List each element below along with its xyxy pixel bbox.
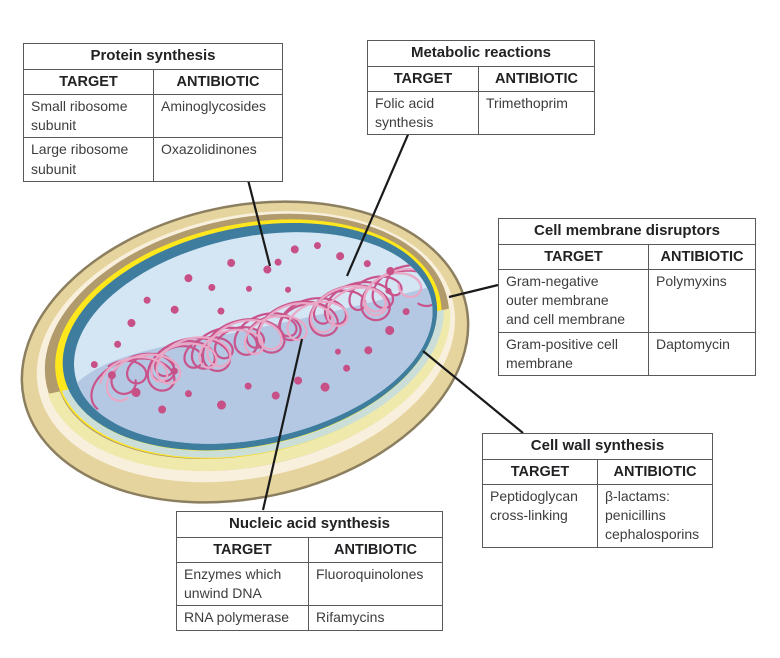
table-row: RNA polymerase Rifamycins [176, 605, 443, 631]
table-row: Enzymes which unwind DNA Fluoroquinolone… [176, 561, 443, 607]
column-header-antibiotic: ANTIBIOTIC [478, 65, 595, 92]
target-cell: Enzymes which unwind DNA [176, 561, 309, 607]
table-protein-synthesis: Protein synthesis TARGET ANTIBIOTIC Smal… [23, 43, 283, 182]
ribosome-dots [90, 242, 410, 414]
target-cell: RNA polymerase [176, 605, 309, 631]
table-nucleic-acid-synthesis: Nucleic acid synthesis TARGET ANTIBIOTIC… [176, 511, 443, 631]
table-cell-membrane-disruptors: Cell membrane disruptors TARGET ANTIBIOT… [498, 218, 756, 377]
connector-line-cell-wall-synthesis [422, 350, 524, 434]
table-title: Nucleic acid synthesis [176, 511, 443, 538]
connector-line-protein-synthesis [244, 171, 272, 267]
antibiotic-cell: β-lactams: penicillins cephalosporins [597, 483, 713, 548]
column-header-antibiotic: ANTIBIOTIC [597, 458, 713, 485]
column-header-target: TARGET [498, 243, 649, 270]
table-title: Cell membrane disruptors [498, 218, 756, 245]
target-cell: Gram-negative outer membrane and cell me… [498, 268, 649, 333]
table-row: Gram-negative outer membrane and cell me… [498, 268, 756, 333]
column-header-target: TARGET [482, 458, 598, 485]
target-cell: Small ribosome subunit [23, 93, 154, 139]
target-cell: Gram-positive cell membrane [498, 331, 649, 377]
column-header-target: TARGET [23, 68, 154, 95]
target-cell: Folic acid synthesis [367, 90, 479, 136]
table-title: Protein synthesis [23, 43, 283, 70]
table-row: Folic acid synthesis Trimethoprim [367, 90, 595, 136]
antibiotic-cell: Oxazolidinones [153, 137, 283, 182]
column-header-antibiotic: ANTIBIOTIC [153, 68, 283, 95]
column-header-target: TARGET [176, 536, 309, 563]
table-row: Peptidoglycan cross-linking β-lactams: p… [482, 483, 713, 548]
column-header-antibiotic: ANTIBIOTIC [648, 243, 756, 270]
table-metabolic-reactions: Metabolic reactions TARGET ANTIBIOTIC Fo… [367, 40, 595, 136]
column-header-target: TARGET [367, 65, 479, 92]
table-row: Small ribosome subunit Aminoglycosides [23, 93, 283, 139]
table-title: Metabolic reactions [367, 40, 595, 67]
connector-line-cell-membrane-disruptors [448, 283, 499, 299]
table-title: Cell wall synthesis [482, 433, 713, 460]
column-header-antibiotic: ANTIBIOTIC [308, 536, 443, 563]
target-cell: Large ribosome subunit [23, 137, 154, 182]
antibiotic-cell: Daptomycin [648, 331, 756, 377]
table-cell-wall-synthesis: Cell wall synthesis TARGET ANTIBIOTIC Pe… [482, 433, 713, 548]
table-row: Large ribosome subunit Oxazolidinones [23, 137, 283, 182]
connector-line-metabolic-reactions [345, 129, 412, 277]
table-row: Gram-positive cell membrane Daptomycin [498, 331, 756, 377]
target-cell: Peptidoglycan cross-linking [482, 483, 598, 548]
antibiotic-cell: Rifamycins [308, 605, 443, 631]
antibiotic-cell: Aminoglycosides [153, 93, 283, 139]
antibiotic-cell: Fluoroquinolones [308, 561, 443, 607]
antibiotic-cell: Trimethoprim [478, 90, 595, 136]
antibiotic-cell: Polymyxins [648, 268, 756, 333]
cell-body [20, 200, 470, 504]
connector-lines [244, 129, 524, 511]
connector-line-nucleic-acid-synthesis [261, 338, 304, 511]
